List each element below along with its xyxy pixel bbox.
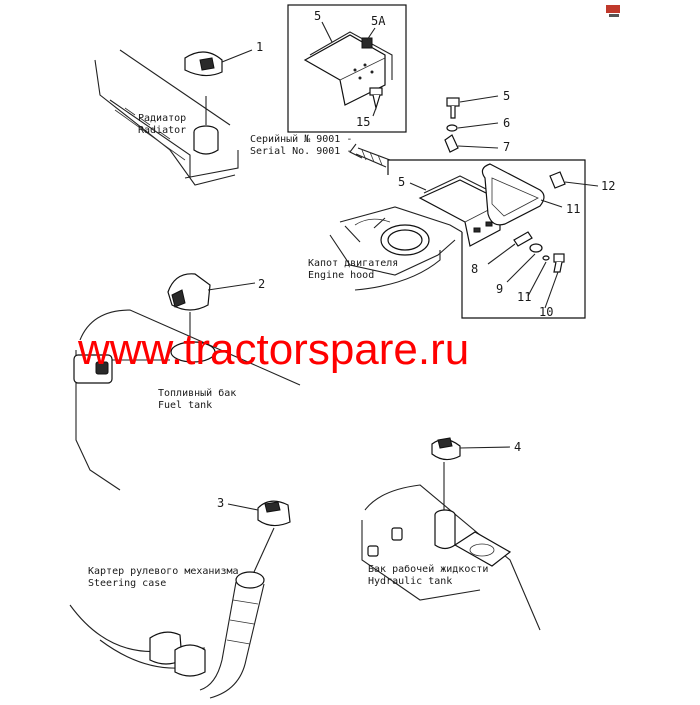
fuel-tank-label-ru: Топливный бак (158, 387, 236, 399)
steering-case-drawing (69, 571, 265, 699)
clip-6-icon (444, 134, 499, 153)
engine-hood-label-en: Engine hood (308, 270, 374, 281)
fuel-tank-drawing (73, 309, 301, 491)
fuel-tank-label-en: Fuel tank (158, 400, 212, 411)
callout-9: 8 (471, 262, 478, 276)
callout-11: 10 (539, 305, 553, 319)
callout-13: 11 (566, 202, 580, 216)
pin-9-icon (487, 231, 533, 265)
steering-case-label-en: Steering case (88, 578, 166, 589)
serial-label-ru: Серийный № 9001 - (250, 133, 352, 145)
bracket-inset-box (287, 4, 407, 133)
callout-4: 4 (514, 440, 521, 454)
bolt-11-icon (544, 253, 565, 309)
radiator-label-ru: Радиатор (138, 113, 186, 124)
callout-5-inset: 5 (314, 9, 321, 23)
callout-7: 5 (503, 89, 510, 103)
bracket-5-drawing (303, 21, 393, 106)
bolt-15-icon (369, 87, 383, 117)
callout-10: 9 (496, 282, 503, 296)
watermark-text: www.tractorspare.ru (77, 325, 469, 374)
callout-5-detail: 5 (398, 175, 405, 189)
radiator-cap-icon (184, 49, 253, 77)
gasket-13-icon (481, 163, 563, 226)
callout-2: 2 (258, 277, 265, 291)
engine-hood-drawing (329, 206, 463, 291)
callout-6: 7 (503, 140, 510, 154)
radiator-drawing (94, 49, 239, 186)
callout-12: 11 (517, 290, 531, 304)
detail-group-outline (387, 159, 586, 319)
hydraulic-tank-label-ru: Бак рабочей жидкости (368, 563, 488, 575)
callout-8: 6 (503, 116, 510, 130)
nut-10-icon (506, 243, 543, 283)
radiator-label-en: Radiator (138, 125, 186, 136)
callout-15: 15 (356, 115, 370, 129)
callout-1: 1 (256, 40, 263, 54)
callout-3: 3 (217, 496, 224, 510)
washer-12-icon (527, 255, 550, 297)
serial-label-en: Serial No. 9001 - (250, 146, 352, 157)
washer-8-icon (446, 122, 499, 132)
bolt-7-icon (446, 95, 499, 119)
corner-logo-icon (606, 5, 620, 17)
callout-14: 12 (601, 179, 615, 193)
hydraulic-tank-label-en: Hydraulic tank (368, 576, 452, 587)
callout-5a: 5A (371, 14, 386, 28)
engine-hood-label-ru: Капот двигателя (308, 258, 398, 269)
hydraulic-cap-icon (431, 437, 511, 510)
fuel-cap-icon (167, 273, 256, 340)
steering-case-label-ru: Картер рулевого механизма (88, 566, 239, 577)
serial-arrow-icon (349, 143, 391, 168)
hydraulic-tank-drawing (361, 484, 541, 631)
steering-cap-icon (227, 500, 291, 573)
grommet-14-icon (549, 171, 599, 189)
